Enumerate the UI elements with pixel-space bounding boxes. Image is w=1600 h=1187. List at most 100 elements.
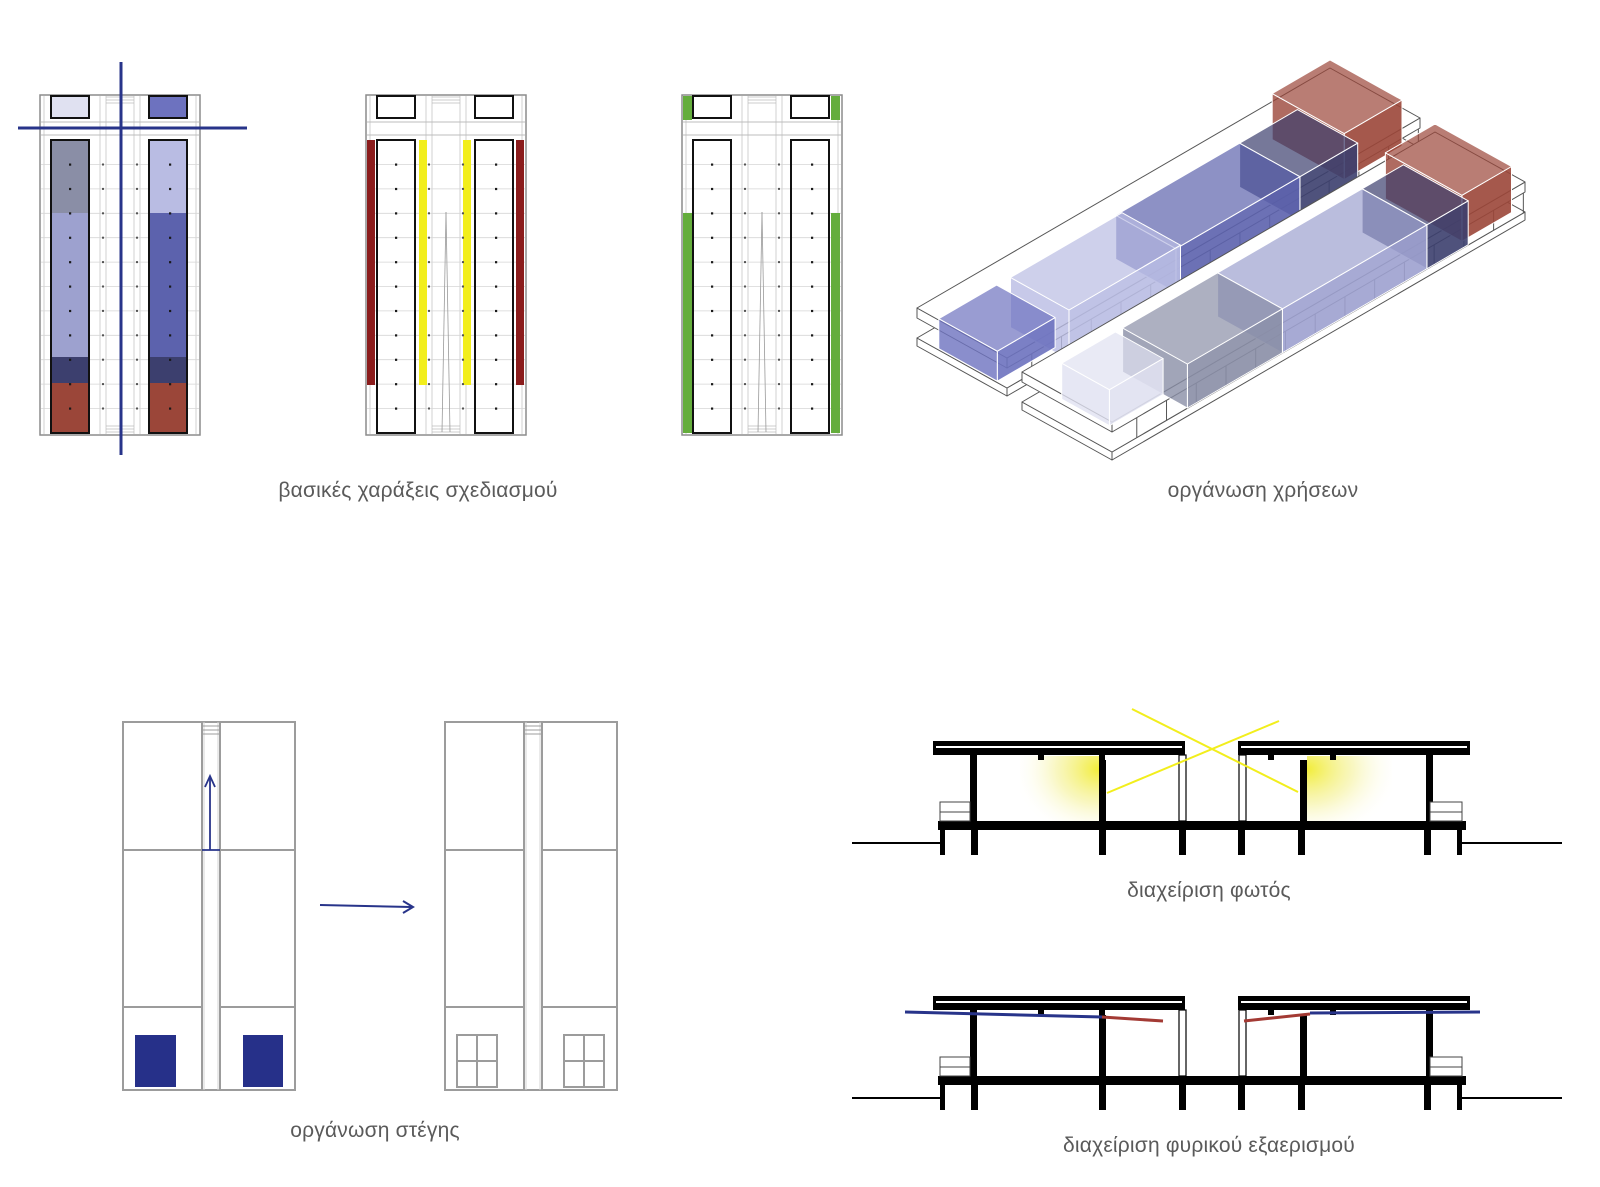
column-dot <box>69 285 72 288</box>
column-dot <box>711 285 714 288</box>
column-dot <box>69 358 72 361</box>
column-dot <box>395 212 398 215</box>
column-dot <box>395 358 398 361</box>
floor-slab <box>938 821 1466 830</box>
column-dot <box>395 285 398 288</box>
volume-outline <box>148 139 188 434</box>
roof-plan-after <box>444 721 618 1091</box>
column-dot <box>778 383 780 386</box>
column-dot <box>102 358 104 361</box>
column-dot <box>428 236 430 239</box>
volume-outline <box>790 139 830 434</box>
volume-outline <box>148 95 188 119</box>
roof-slab-joint <box>1241 746 1467 748</box>
red-strip <box>516 140 524 385</box>
column-dot <box>778 358 780 361</box>
column-dot <box>69 383 72 386</box>
column-dot <box>395 383 398 386</box>
column-dot <box>711 407 714 410</box>
column-dot <box>428 407 430 410</box>
column-dot <box>69 334 72 337</box>
foundation-pile <box>1424 1084 1431 1110</box>
column-dot <box>811 187 814 191</box>
volume-outline <box>376 139 416 434</box>
foundation-pile <box>1424 829 1431 855</box>
foundation-pile <box>971 1084 978 1110</box>
plan-circulation-strips <box>365 94 527 436</box>
corridor-wedge-line <box>445 211 451 433</box>
column-dot <box>69 163 72 166</box>
column-dot <box>711 334 714 337</box>
column <box>970 755 977 821</box>
column-dot <box>169 187 172 191</box>
column-dot <box>811 383 814 386</box>
use-zone-fill <box>51 140 89 213</box>
foundation-pile <box>1099 829 1106 855</box>
column-dot <box>744 285 746 288</box>
volume-pale-lavender-top-face <box>1061 331 1164 391</box>
volume-outline <box>376 95 416 119</box>
arrow-head <box>402 900 415 914</box>
column-dot <box>778 163 780 166</box>
column-dot <box>495 236 498 239</box>
column-dot <box>744 407 746 410</box>
caption-design-lines: βασικές χαράξεις σχεδιασμού <box>278 479 557 502</box>
cool-air-flow <box>1309 1010 1481 1015</box>
column-dot <box>428 212 430 215</box>
column-dot <box>462 236 464 239</box>
column-dot <box>711 309 714 313</box>
caption-roof-organization: οργάνωση στέγης <box>290 1119 460 1142</box>
warm-air-flow <box>1243 1012 1311 1023</box>
column-dot <box>136 261 138 264</box>
column-dot <box>811 261 814 264</box>
column-dot <box>136 407 138 410</box>
beam-stub <box>1330 755 1336 760</box>
column-dot <box>462 383 464 386</box>
column-dot <box>778 407 780 410</box>
column-dot <box>778 187 780 190</box>
column-dot <box>811 334 814 337</box>
beam-stub <box>1099 755 1105 760</box>
column-dot <box>136 236 138 239</box>
caption-light-management: διαχείριση φωτός <box>1127 879 1291 902</box>
column-dot <box>495 285 498 288</box>
column-dot <box>428 334 430 337</box>
column-dot <box>102 187 104 190</box>
column-dot <box>395 163 398 166</box>
column-dot <box>811 358 814 361</box>
corridor-wedge-line <box>757 211 763 433</box>
column <box>1300 1015 1307 1076</box>
column-dot <box>169 334 172 337</box>
column-dot <box>395 309 398 313</box>
column-dot <box>495 309 498 313</box>
red-strip <box>367 140 375 385</box>
column-dot <box>744 309 746 312</box>
foundation-pile <box>971 829 978 855</box>
use-zone-fill <box>149 140 187 213</box>
column-dot <box>778 236 780 239</box>
volume-outline <box>790 95 830 119</box>
volume-outline <box>692 139 732 434</box>
column-dot <box>69 261 72 264</box>
roof-slab-joint <box>1241 1001 1467 1003</box>
green-strip <box>831 213 840 433</box>
column-dot <box>462 187 464 190</box>
column-dot <box>102 383 104 386</box>
volume-grey-blue-top-face <box>1122 272 1283 365</box>
column-dot <box>136 285 138 288</box>
column-dot <box>136 358 138 361</box>
column-dot <box>136 334 138 337</box>
column-dot <box>102 212 104 215</box>
column-dot <box>744 261 746 264</box>
column <box>1426 755 1433 821</box>
column-dot <box>69 236 72 239</box>
column-dot <box>69 212 72 215</box>
column-dot <box>428 261 430 264</box>
caption-use-organization: οργάνωση χρήσεων <box>1168 479 1359 502</box>
column-dot <box>495 212 498 215</box>
plan-use-zoning <box>18 62 247 455</box>
column-dot <box>102 309 104 312</box>
column-dot <box>69 309 72 313</box>
sun-ray <box>1106 720 1280 794</box>
column-dot <box>462 163 464 166</box>
